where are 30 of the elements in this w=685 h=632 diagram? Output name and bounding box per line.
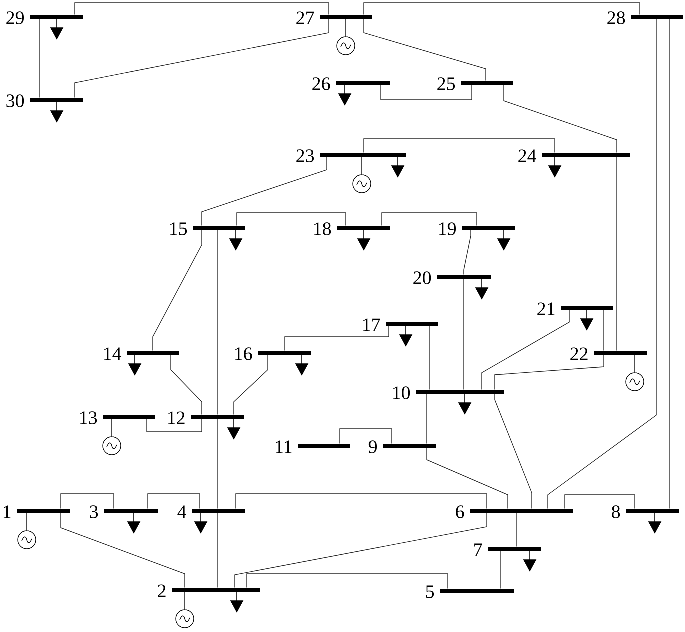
bus-number: 3: [90, 506, 98, 518]
bus-number: 27: [296, 12, 314, 24]
bus-number: 12: [168, 412, 185, 424]
bus-number: 26: [312, 78, 330, 90]
bus-number: 16: [235, 348, 252, 360]
bus-number: 17: [363, 318, 380, 332]
bus-number: 29: [6, 12, 24, 24]
bus-number: 6: [456, 506, 464, 518]
bus-number: 13: [80, 412, 98, 424]
bus-number: 22: [570, 348, 588, 360]
bus-number: 28: [608, 12, 626, 24]
bus-number: 9: [368, 440, 378, 454]
bus-number: 20: [414, 272, 432, 284]
bus-number: 4: [178, 506, 186, 518]
bus-number: 24: [518, 150, 537, 162]
bus-number: 5: [426, 586, 434, 598]
bus-number: 25: [438, 78, 456, 90]
bus-number: 30: [6, 94, 24, 108]
bus-number: 2: [158, 584, 166, 598]
bus-number: 19: [439, 222, 456, 236]
bus-number: 21: [538, 302, 555, 316]
bus-number: 10: [393, 386, 410, 400]
bus-number: 23: [296, 150, 314, 162]
bus-number: 15: [170, 222, 188, 236]
bus-number: 8: [612, 506, 620, 518]
bus-number: 7: [474, 544, 482, 556]
bus-number: 1: [4, 506, 11, 518]
bus-number: 18: [314, 222, 332, 236]
bus-number: 14: [104, 348, 122, 360]
bus-number: 11: [276, 440, 292, 454]
